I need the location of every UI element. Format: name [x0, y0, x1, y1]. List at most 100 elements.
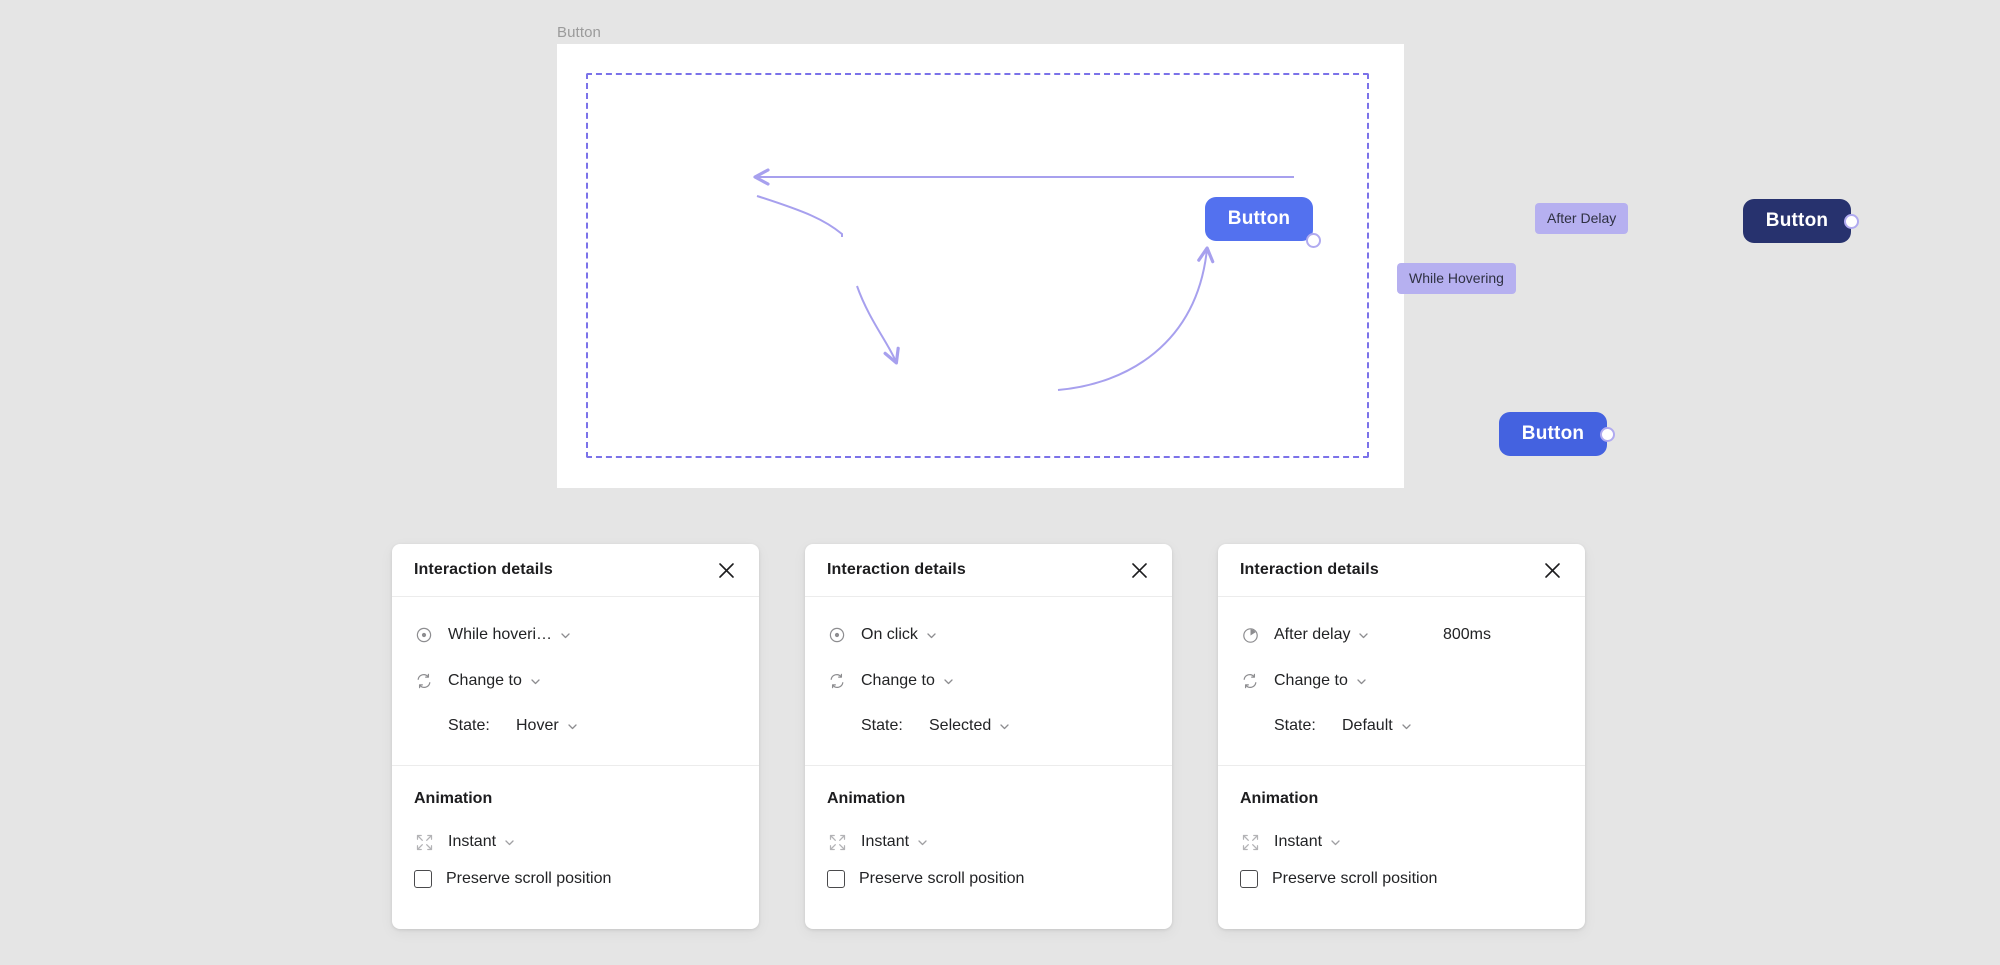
easing-row: Instant [1218, 824, 1585, 860]
trigger-label: While hoveri… [448, 626, 553, 643]
preserve-scroll-row[interactable]: Preserve scroll position [392, 870, 759, 888]
panel-body: On click Change to [805, 597, 1172, 743]
chevron-down-icon [944, 678, 953, 684]
animation-section-title: Animation [1240, 790, 1319, 807]
close-icon[interactable] [1539, 557, 1565, 583]
close-icon[interactable] [713, 557, 739, 583]
preserve-scroll-row[interactable]: Preserve scroll position [1218, 870, 1585, 888]
state-label: State: [1274, 717, 1316, 734]
action-label: Change to [448, 672, 522, 689]
interaction-details-panel: Interaction details On click [805, 544, 1172, 929]
prototype-canvas: Button Button Button After Delay While H… [557, 44, 1859, 488]
node-button-hover[interactable]: Button [1205, 197, 1321, 248]
trigger-dot-icon [414, 625, 434, 645]
node-label: Button [1227, 208, 1291, 229]
change-to-icon [414, 671, 434, 691]
node-button-selected[interactable]: Button [1743, 199, 1859, 243]
edge-label-while-hovering[interactable]: While Hovering [1397, 263, 1516, 294]
chevron-down-icon [918, 839, 927, 845]
animation-section-title: Animation [414, 790, 493, 807]
change-to-icon [1240, 671, 1260, 691]
trigger-label: After delay [1274, 626, 1351, 643]
close-icon[interactable] [1126, 557, 1152, 583]
state-select[interactable]: Hover [516, 717, 578, 735]
chevron-down-icon [927, 632, 936, 638]
preserve-scroll-label: Preserve scroll position [1272, 870, 1438, 887]
easing-row: Instant [805, 824, 1172, 860]
instant-icon [414, 832, 434, 852]
instant-icon [827, 832, 847, 852]
state-value: Selected [929, 717, 992, 734]
easing-select[interactable]: Instant [861, 833, 928, 851]
easing-select[interactable]: Instant [1274, 833, 1341, 851]
preserve-scroll-row[interactable]: Preserve scroll position [805, 870, 1172, 888]
change-to-icon [827, 671, 847, 691]
easing-row: Instant [392, 824, 759, 860]
panel-header: Interaction details [392, 544, 759, 597]
chevron-down-icon [531, 678, 540, 684]
preserve-scroll-checkbox[interactable] [827, 870, 845, 888]
node-button-default[interactable]: Button [1499, 412, 1615, 456]
easing-label: Instant [448, 833, 497, 850]
panel-body: After delay 800ms Change to [1218, 597, 1585, 743]
timer-icon [1240, 625, 1260, 645]
preserve-scroll-label: Preserve scroll position [446, 870, 612, 887]
preserve-scroll-checkbox[interactable] [1240, 870, 1258, 888]
chevron-down-icon [1359, 632, 1369, 638]
trigger-label: On click [861, 626, 918, 643]
panel-body: While hoveri… Change to [392, 597, 759, 743]
easing-label: Instant [1274, 833, 1323, 850]
state-label: State: [448, 717, 490, 734]
state-label: State: [861, 717, 903, 734]
animation-section-title: Animation [827, 790, 906, 807]
node-label: Button [1765, 210, 1829, 231]
connector-handle[interactable] [1844, 214, 1859, 229]
interaction-details-panel: Interaction details After delay 800ms [1218, 544, 1585, 929]
action-select[interactable]: Change to [1274, 672, 1367, 690]
state-select[interactable]: Default [1342, 717, 1412, 735]
state-select[interactable]: Selected [929, 717, 1010, 735]
chevron-down-icon [568, 723, 577, 729]
divider [1218, 765, 1585, 766]
node-label: Button [1521, 423, 1585, 444]
preserve-scroll-checkbox[interactable] [414, 870, 432, 888]
trigger-select[interactable]: On click [861, 626, 937, 644]
frame-label: Button [557, 24, 601, 41]
action-label: Change to [861, 672, 935, 689]
action-row: Change to [827, 663, 1150, 699]
action-row: Change to [414, 663, 737, 699]
easing-label: Instant [861, 833, 910, 850]
preserve-scroll-label: Preserve scroll position [859, 870, 1025, 887]
panel-header: Interaction details [1218, 544, 1585, 597]
delay-value[interactable]: 800ms [1442, 626, 1491, 643]
action-select[interactable]: Change to [448, 672, 541, 690]
connection-wires [753, 168, 1294, 391]
connector-handle[interactable] [1306, 233, 1321, 248]
divider [805, 765, 1172, 766]
frame-boundary [586, 73, 1369, 458]
trigger-row: On click [827, 617, 1150, 653]
chevron-down-icon [1331, 839, 1340, 845]
trigger-dot-icon [827, 625, 847, 645]
instant-icon [1240, 832, 1260, 852]
chevron-down-icon [1357, 678, 1366, 684]
connector-handle[interactable] [1600, 427, 1615, 442]
trigger-select[interactable]: After delay [1274, 626, 1369, 644]
state-row: State: Default [1240, 709, 1563, 743]
trigger-row: While hoveri… [414, 617, 737, 653]
divider [392, 765, 759, 766]
chevron-down-icon [1000, 723, 1009, 729]
panel-title: Interaction details [827, 561, 966, 578]
trigger-select[interactable]: While hoveri… [448, 626, 571, 644]
easing-select[interactable]: Instant [448, 833, 515, 851]
state-row: State: Hover [414, 709, 737, 743]
chevron-down-icon [505, 839, 514, 845]
action-row: Change to [1240, 663, 1563, 699]
edge-label-after-delay[interactable]: After Delay [1535, 203, 1629, 234]
state-row: State: Selected [827, 709, 1150, 743]
action-select[interactable]: Change to [861, 672, 954, 690]
chevron-down-icon [1402, 723, 1411, 729]
action-label: Change to [1274, 672, 1348, 689]
panel-title: Interaction details [1240, 561, 1379, 578]
panel-title: Interaction details [414, 561, 553, 578]
